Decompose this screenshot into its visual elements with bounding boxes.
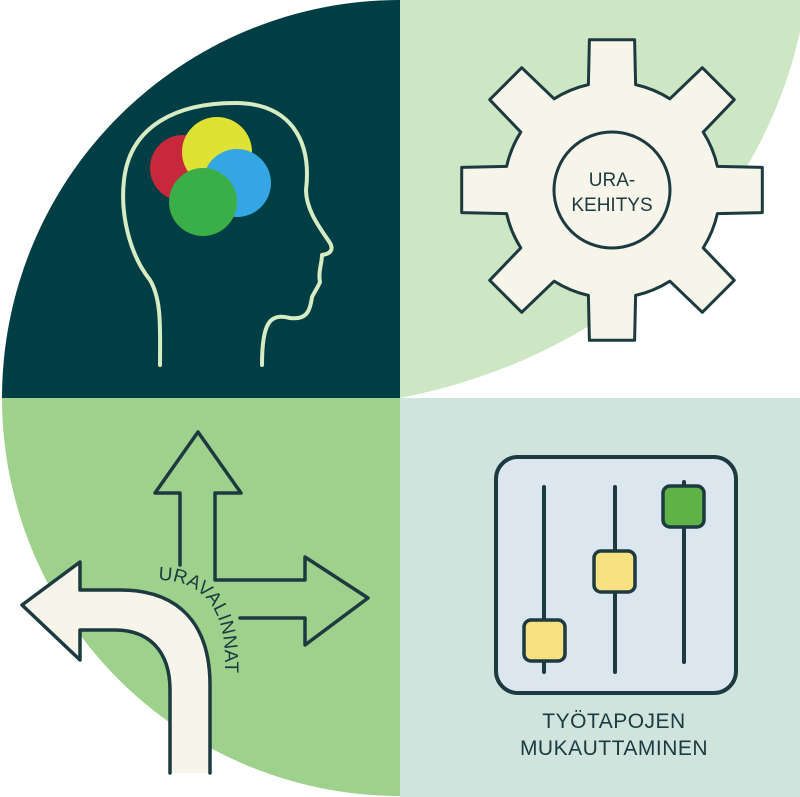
career-development-label-2: KEHITYS <box>571 195 652 216</box>
gear-inner-circle <box>552 130 672 250</box>
slider-knob-1 <box>522 618 567 663</box>
green-circle <box>169 168 237 236</box>
slider-knob-3 <box>661 484 706 529</box>
left-curved-arrow <box>20 560 212 775</box>
slider-knob-2 <box>592 549 637 594</box>
head-outline <box>121 101 334 367</box>
work-adaptation-label-2: MUKAUTTAMINEN <box>520 737 708 760</box>
gear-icon <box>460 38 764 342</box>
up-right-arrow <box>153 430 370 647</box>
work-adaptation-label-1: TYÖTAPOJEN <box>542 710 685 733</box>
career-development-label-1: URA- <box>589 170 635 191</box>
head-profile-icon <box>121 101 334 367</box>
sliders-mixer-icon <box>494 455 738 695</box>
crossroads-arrows-icon <box>20 430 370 775</box>
